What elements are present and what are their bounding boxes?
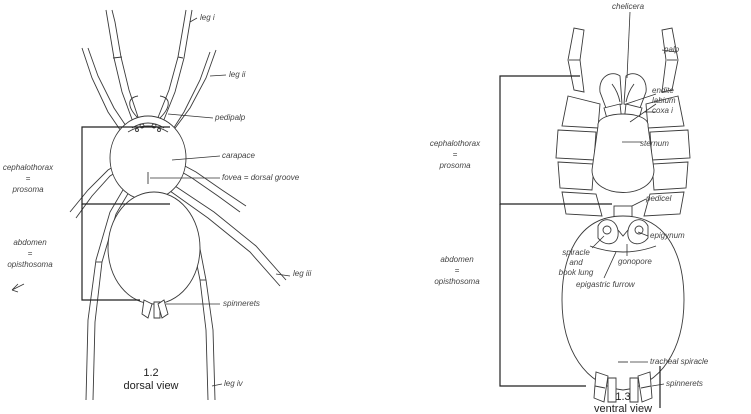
label-spinnerets: spinnerets bbox=[223, 299, 260, 308]
label-palp: palp bbox=[663, 45, 680, 54]
svg-text:opisthosoma: opisthosoma bbox=[7, 260, 53, 269]
svg-text:=: = bbox=[453, 150, 458, 159]
ventral-chelicerae bbox=[600, 74, 646, 108]
label-tracheal-spiracle: tracheal spiracle bbox=[650, 357, 709, 366]
label-abdomen: abdomen = opisthosoma bbox=[434, 255, 480, 286]
svg-text:=: = bbox=[28, 249, 33, 258]
label-epigastric-furrow: epigastric furrow bbox=[576, 280, 636, 289]
svg-text:abdomen: abdomen bbox=[440, 255, 474, 264]
ventral-palps bbox=[568, 28, 678, 92]
label-fovea: fovea = dorsal groove bbox=[222, 173, 300, 182]
label-cephalothorax: cephalothorax = prosoma bbox=[3, 163, 54, 194]
label-gonopore: gonopore bbox=[618, 257, 652, 266]
svg-text:prosoma: prosoma bbox=[438, 161, 471, 170]
svg-text:prosoma: prosoma bbox=[11, 185, 44, 194]
label-cephalothorax: cephalothorax = prosoma bbox=[430, 139, 481, 170]
svg-text:cephalothorax: cephalothorax bbox=[430, 139, 481, 148]
ventral-view-caption: ventral view bbox=[594, 403, 652, 414]
label-coxa: coxa i bbox=[652, 106, 673, 115]
label-pedicel: pedicel bbox=[645, 194, 672, 203]
label-abdomen: abdomen = opisthosoma bbox=[7, 238, 53, 269]
label-pedipalp: pedipalp bbox=[214, 113, 246, 122]
label-leg-iii: leg iii bbox=[293, 269, 311, 278]
svg-text:spiracle: spiracle bbox=[562, 248, 590, 257]
svg-text:cephalothorax: cephalothorax bbox=[3, 163, 54, 172]
label-leg-i: leg i bbox=[200, 13, 215, 22]
label-leg-ii: leg ii bbox=[229, 70, 246, 79]
label-endite: endite bbox=[652, 86, 674, 95]
label-leg-iv: leg iv bbox=[224, 379, 244, 388]
svg-text:book lung: book lung bbox=[559, 268, 594, 277]
label-spinnerets: spinnerets bbox=[666, 379, 703, 388]
dorsal-spinnerets bbox=[142, 300, 168, 318]
dorsal-view-caption: dorsal view bbox=[123, 380, 178, 392]
label-labium: labium bbox=[652, 96, 676, 105]
dorsal-figure: leg i leg ii pedipalp carapace fovea = d… bbox=[3, 10, 312, 400]
ventral-figure: chelicera palp endite labium coxa i ster… bbox=[430, 2, 709, 414]
svg-text:=: = bbox=[455, 266, 460, 275]
svg-text:opisthosoma: opisthosoma bbox=[434, 277, 480, 286]
label-chelicera: chelicera bbox=[612, 2, 645, 11]
label-epigynum: epigynum bbox=[650, 231, 685, 240]
svg-text:and: and bbox=[569, 258, 583, 267]
ventral-figure-number: 1.3 bbox=[615, 391, 630, 403]
ventral-sternum bbox=[592, 114, 654, 193]
dorsal-carapace bbox=[110, 116, 186, 200]
svg-text:=: = bbox=[26, 174, 31, 183]
svg-text:abdomen: abdomen bbox=[13, 238, 47, 247]
dorsal-abdomen bbox=[108, 192, 200, 304]
dorsal-figure-number: 1.2 bbox=[143, 367, 158, 379]
label-carapace: carapace bbox=[222, 151, 255, 160]
label-sternum: sternum bbox=[640, 139, 669, 148]
